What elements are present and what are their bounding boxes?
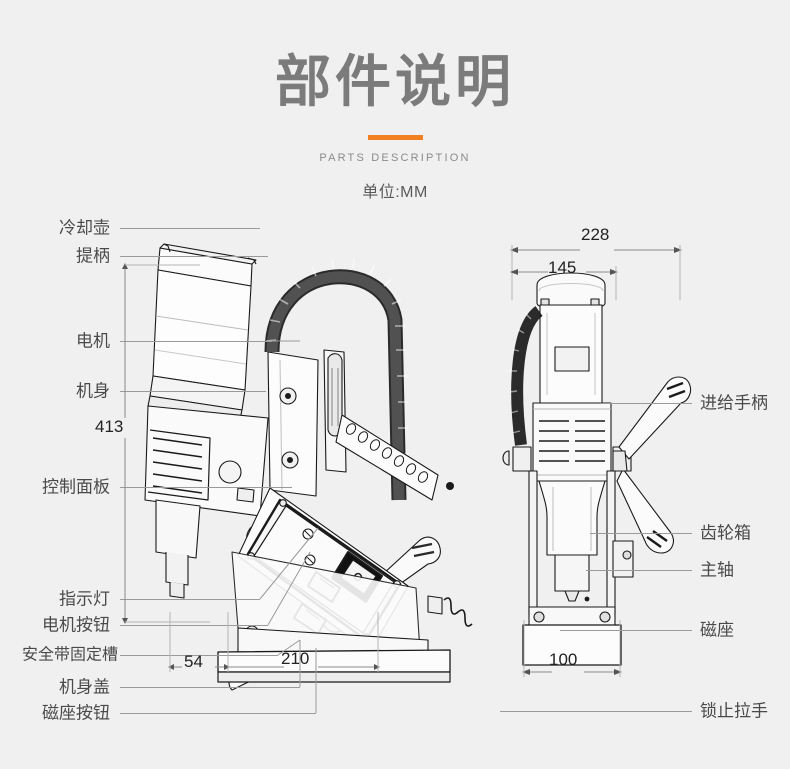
- dimension-base-length-210: 210: [281, 649, 310, 668]
- leader-line-lock-lever: [500, 711, 692, 712]
- label-gearbox: 齿轮箱: [700, 523, 751, 543]
- label-magnet-button: 磁座按钮: [42, 703, 110, 723]
- leader-line-magnet-button: [120, 713, 316, 714]
- leader-line-gearbox: [590, 533, 692, 534]
- magnetic-drill-side-view: [144, 243, 473, 691]
- leader-line-motor: [120, 341, 272, 342]
- label-coolant-tank: 冷却壶: [59, 218, 110, 238]
- dimension-body-width-145: 145: [548, 258, 577, 277]
- dimension-base-width-100: 100: [549, 650, 578, 669]
- label-carry-handle: 提柄: [76, 246, 110, 266]
- label-feed-handle: 进给手柄: [700, 393, 768, 413]
- label-lock-lever: 锁止拉手: [700, 701, 768, 721]
- leader-line-indicator: [120, 599, 260, 600]
- leader-line-feed-handle: [600, 403, 692, 404]
- leader-line-body-cover: [120, 687, 300, 688]
- label-safety-belt-slot: 安全带固定槽: [21, 646, 118, 664]
- leader-line-motor-button: [120, 625, 268, 626]
- label-motor-button: 电机按钮: [42, 615, 110, 635]
- title-underline-accent: [368, 135, 423, 140]
- leader-line-body: [120, 391, 266, 392]
- leader-line-belt-slot: [120, 655, 278, 656]
- leader-line-coolant-tank: [120, 228, 260, 229]
- label-spindle: 主轴: [700, 560, 734, 580]
- page-title: 部件说明: [275, 50, 515, 113]
- leader-line-spindle: [586, 570, 692, 571]
- page-subtitle: PARTS DESCRIPTION: [319, 152, 471, 164]
- dimension-overall-width-228: 228: [581, 225, 610, 244]
- leader-line-magnet-base: [560, 630, 692, 631]
- leader-line-control-panel: [120, 487, 292, 488]
- label-indicator-light: 指示灯: [59, 589, 110, 609]
- unit-note: 单位:MM: [362, 184, 428, 201]
- label-body-cover: 机身盖: [59, 677, 110, 697]
- magnetic-drill-front-view: [502, 272, 692, 666]
- dimension-base-depth-54: 54: [184, 652, 203, 671]
- label-control-panel: 控制面板: [42, 477, 110, 497]
- label-motor: 电机: [76, 331, 110, 351]
- leader-line-carry-handle: [120, 256, 268, 257]
- label-body: 机身: [76, 381, 110, 401]
- dimension-height-413: 413: [95, 417, 124, 436]
- label-magnetic-base: 磁座: [700, 620, 734, 640]
